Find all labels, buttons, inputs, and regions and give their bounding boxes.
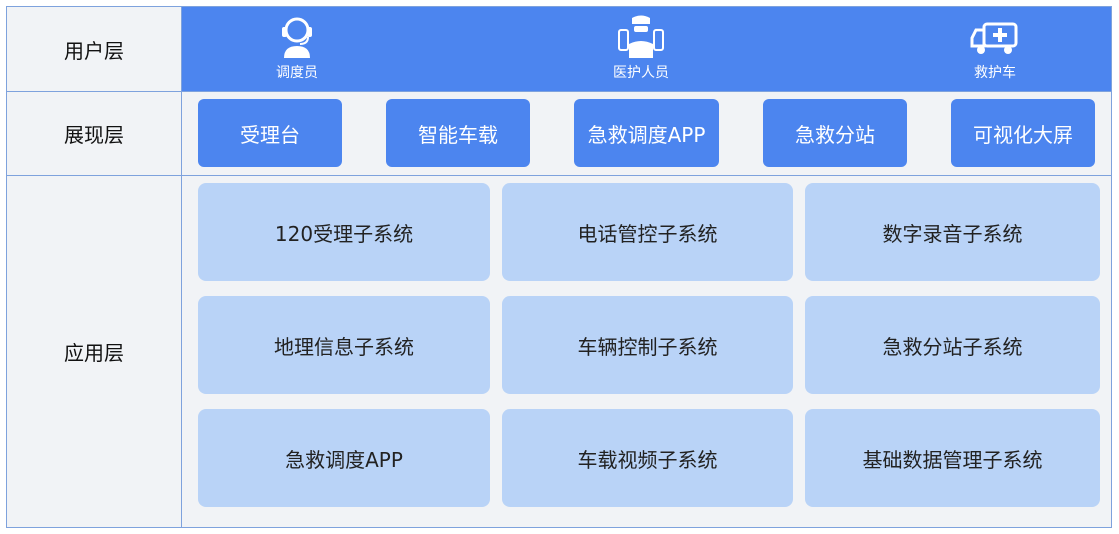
layer-label-application: 应用层 xyxy=(6,175,182,528)
app-module-digital-recording: 数字录音子系统 xyxy=(805,183,1100,281)
user-label: 医护人员 xyxy=(613,65,669,81)
medical-staff-icon xyxy=(618,15,664,58)
user-label: 调度员 xyxy=(276,65,318,81)
user-dispatcher: 调度员 xyxy=(272,12,322,82)
layer-label-presentation: 展现层 xyxy=(6,91,182,176)
presentation-item-dispatch-app: 急救调度APP xyxy=(574,99,719,167)
layer-label-user: 用户层 xyxy=(6,6,182,92)
app-module-reception: 120受理子系统 xyxy=(198,183,490,281)
presentation-item-smart-vehicle: 智能车载 xyxy=(386,99,530,167)
app-module-dispatch-app: 急救调度APP xyxy=(198,409,490,507)
app-module-base-data: 基础数据管理子系统 xyxy=(805,409,1100,507)
app-module-vehicle-control: 车辆控制子系统 xyxy=(502,296,793,394)
dispatcher-headset-icon xyxy=(282,17,312,58)
ambulance-icon xyxy=(970,22,1018,54)
user-label: 救护车 xyxy=(974,65,1016,81)
user-medical-staff: 医护人员 xyxy=(613,12,669,82)
presentation-item-reception-desk: 受理台 xyxy=(198,99,342,167)
app-module-gis: 地理信息子系统 xyxy=(198,296,490,394)
presentation-item-substation: 急救分站 xyxy=(763,99,907,167)
app-module-substation: 急救分站子系统 xyxy=(805,296,1100,394)
presentation-item-dashboard: 可视化大屏 xyxy=(951,99,1095,167)
app-module-vehicle-video: 车载视频子系统 xyxy=(502,409,793,507)
app-module-phone-control: 电话管控子系统 xyxy=(502,183,793,281)
user-ambulance: 救护车 xyxy=(968,12,1022,82)
